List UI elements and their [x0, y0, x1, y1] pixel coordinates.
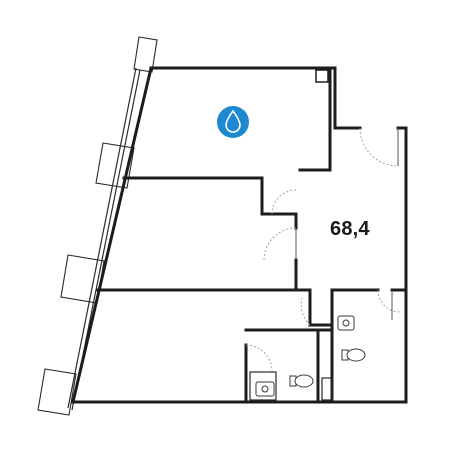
fixtures	[249, 315, 366, 401]
interior-walls	[96, 66, 408, 404]
doors	[245, 127, 401, 372]
water-marker-circle	[217, 106, 249, 138]
wall-top-middle	[122, 176, 298, 216]
door-middle-room-swing	[263, 227, 297, 261]
toilet-icon	[289, 374, 314, 388]
shaft-small	[321, 377, 333, 401]
window-top	[133, 36, 158, 73]
toilet-icon	[341, 348, 366, 362]
window-lower	[37, 368, 77, 416]
door-bath-swing	[245, 344, 273, 372]
door-top-room-inner-swing	[271, 189, 297, 215]
door-top-room-swing	[359, 127, 399, 167]
wall-top	[149, 66, 362, 130]
wall-hall-lower	[294, 288, 334, 327]
sink-icon	[255, 381, 275, 397]
bathtub-icon	[249, 371, 277, 401]
water-drop-icon	[225, 109, 241, 133]
wall-right	[71, 126, 408, 404]
outer-walls	[71, 66, 408, 404]
apartment-area-label: 68,4	[330, 218, 370, 240]
water-marker	[217, 106, 249, 138]
shaft	[315, 69, 329, 83]
facade-windows	[37, 36, 158, 416]
facade-line-b	[67, 67, 137, 409]
sink-icon	[337, 315, 355, 331]
wall-middle-bottom	[96, 258, 298, 292]
door-wc-swing	[377, 289, 401, 313]
wall-facade	[71, 66, 153, 404]
